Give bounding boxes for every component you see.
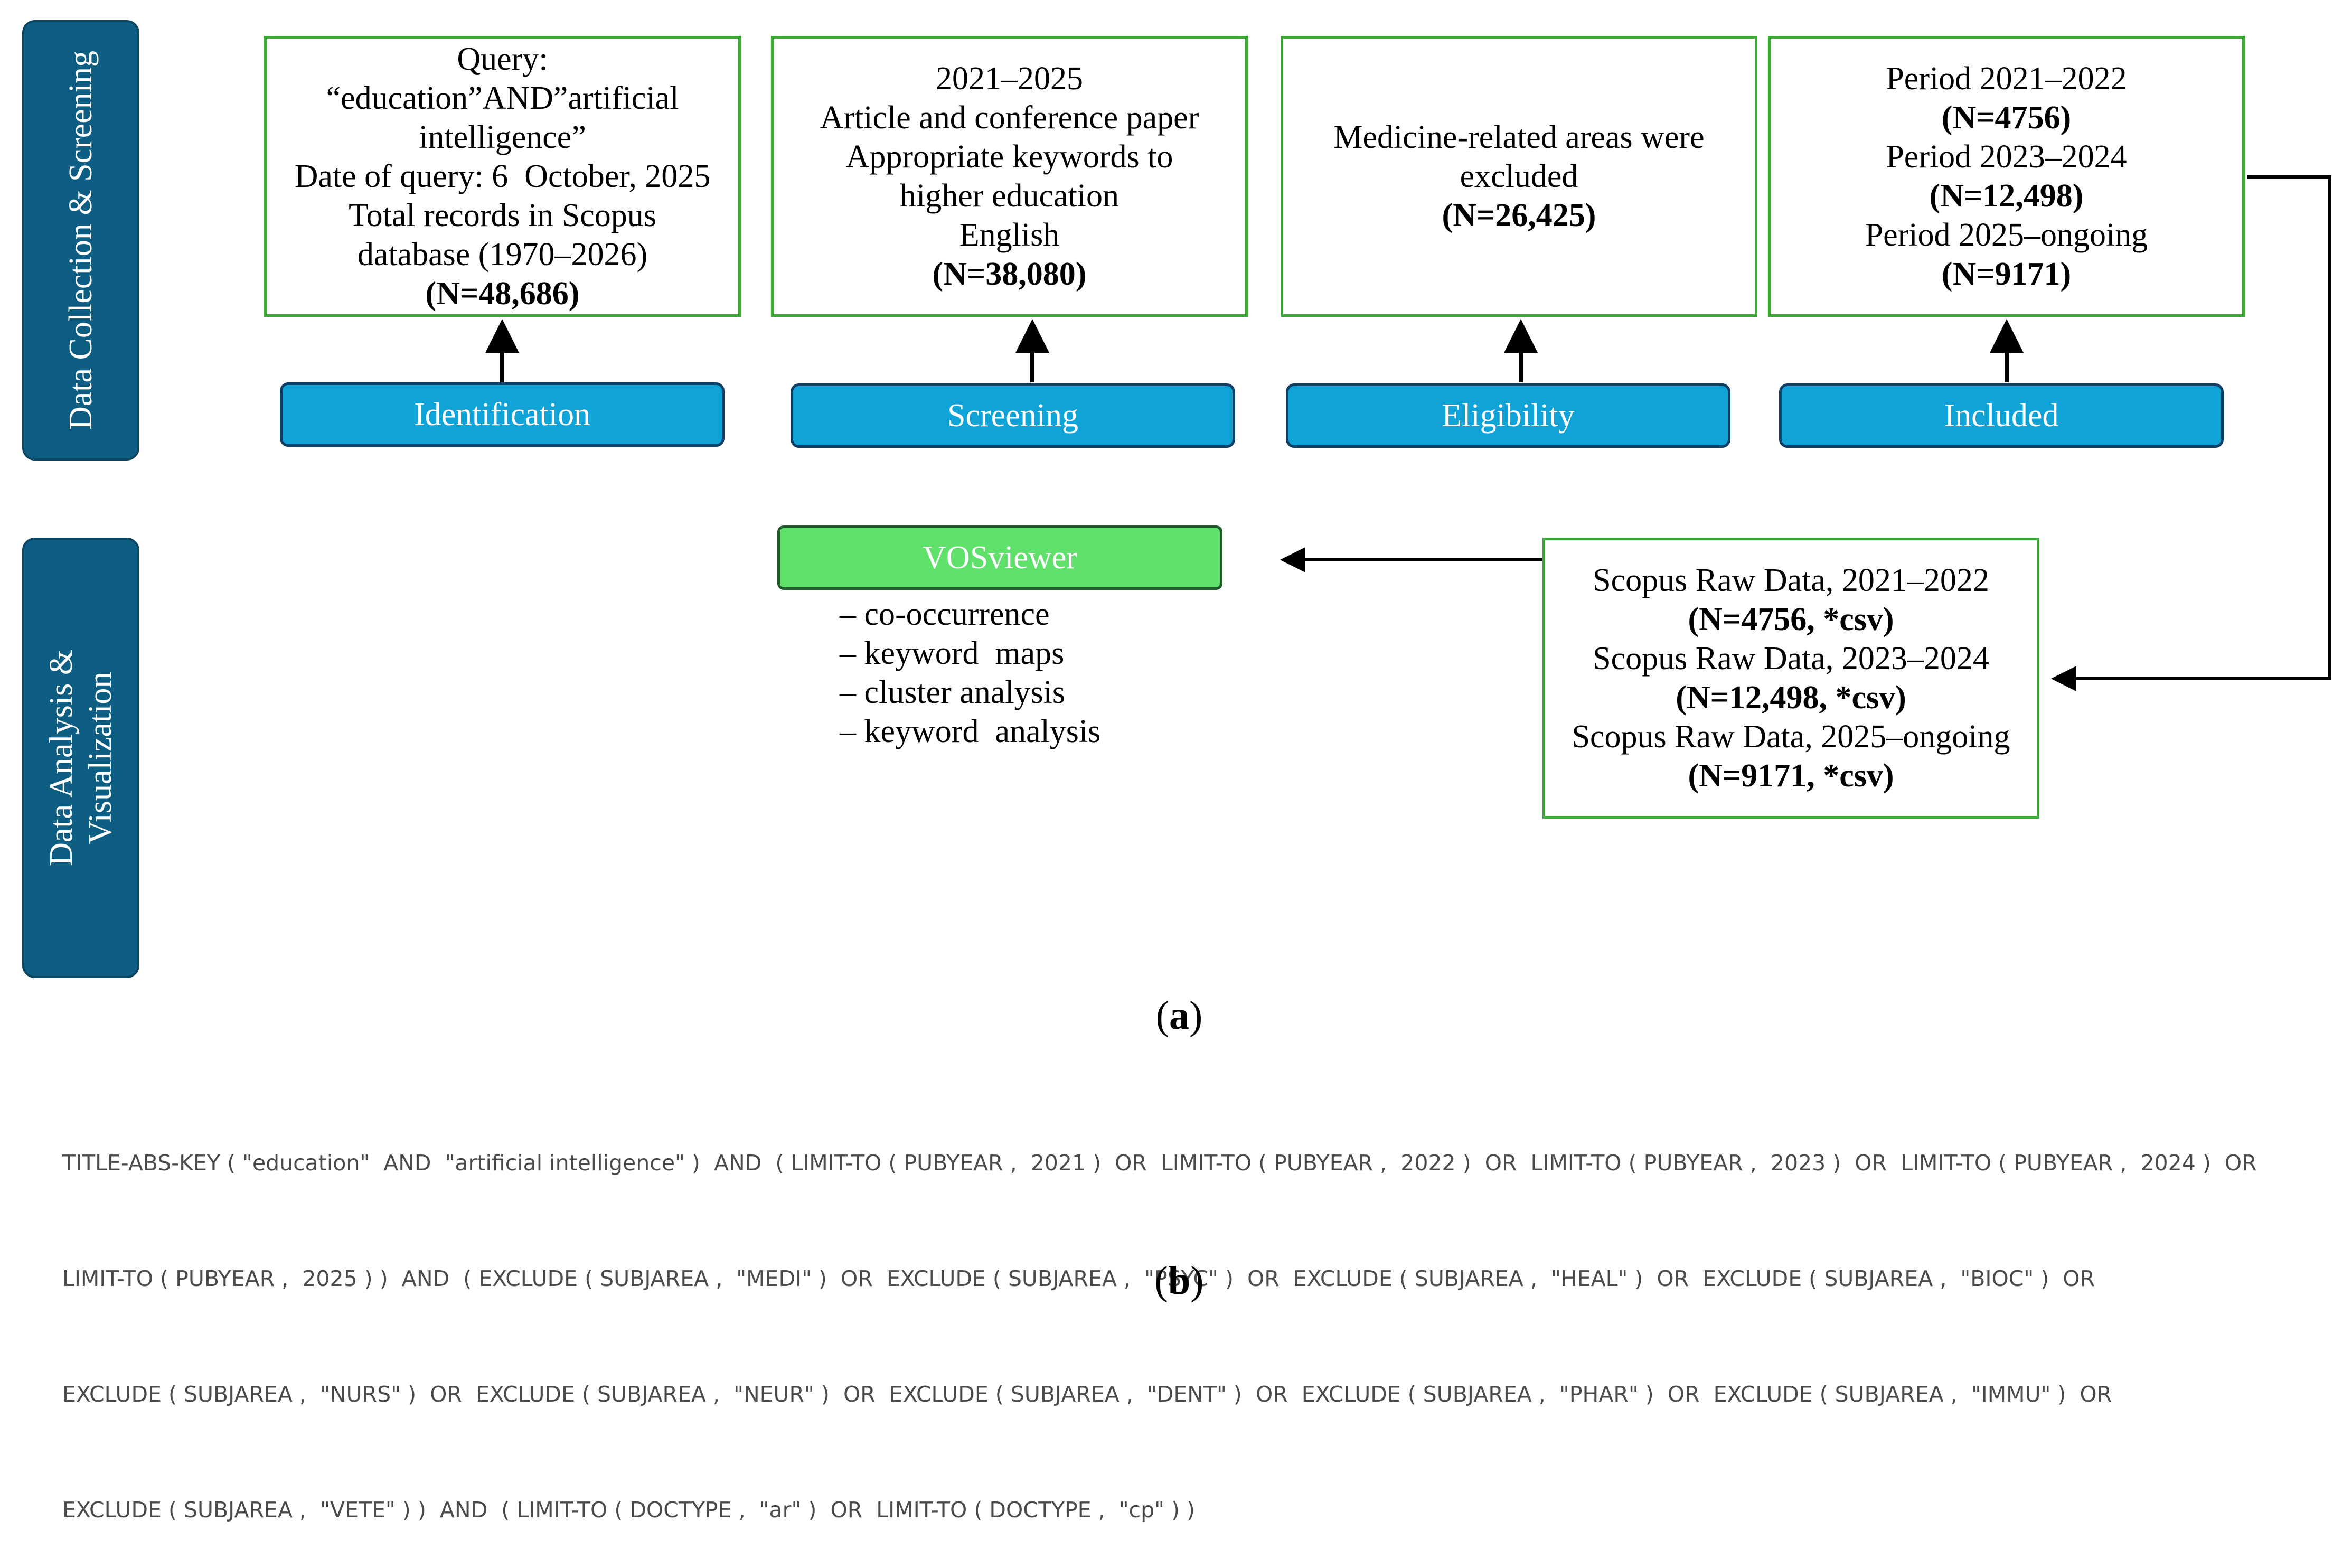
vosviewer-item-1: – co-occurrence [840, 596, 1050, 632]
included-count-3: (N=9171) [1941, 256, 2072, 292]
eligibility-count: (N=26,425) [1442, 198, 1596, 233]
caption-b-open: ( [1154, 1259, 1168, 1303]
box-eligibility: Medicine-related areas were excluded (N=… [1281, 36, 1757, 317]
caption-b: (b) [1126, 1258, 1232, 1304]
box-identification: Query: “education”AND”artificial intelli… [264, 36, 741, 317]
box-raw-data: Scopus Raw Data, 2021–2022 (N=4756, *csv… [1542, 538, 2039, 819]
identification-line-6: database (1970–2026) [357, 237, 648, 273]
included-count-2: (N=12,498) [1929, 178, 2084, 214]
identification-line-5: Total records in Scopus [349, 198, 656, 233]
caption-b-letter: b [1168, 1259, 1191, 1303]
included-period-1: Period 2021–2022 [1886, 61, 2127, 97]
identification-line-1: Query: [457, 41, 548, 77]
query-line-1: TITLE-ABS-KEY ( "education" AND "artific… [62, 1150, 2257, 1176]
box-screening: 2021–2025 Article and conference paper A… [771, 36, 1248, 317]
step-included: Included [1779, 383, 2224, 448]
raw-data-count-1: (N=4756, *csv) [1688, 602, 1894, 637]
identification-count: (N=48,686) [425, 276, 580, 312]
sidebar-data-analysis: Data Analysis & Visualization [22, 538, 139, 978]
included-count-1: (N=4756) [1941, 100, 2072, 136]
eligibility-line-2: excluded [1460, 158, 1578, 194]
raw-data-line-3: Scopus Raw Data, 2025–ongoing [1572, 719, 2010, 755]
connector-arrows [485, 175, 2331, 691]
screening-line-2: Article and conference paper [820, 100, 1199, 136]
step-identification: Identification [280, 382, 725, 447]
caption-a-close: ) [1189, 993, 1203, 1038]
arrow-included-to-raw-data [2051, 175, 2331, 691]
step-screening: Screening [791, 383, 1235, 448]
caption-b-close: ) [1190, 1259, 1204, 1303]
raw-data-count-2: (N=12,498, *csv) [1676, 680, 1906, 716]
vosviewer-methods-list: – co-occurrence – keyword maps – cluster… [840, 595, 1209, 751]
screening-line-1: 2021–2025 [936, 61, 1083, 97]
query-line-3: EXCLUDE ( SUBJAREA , "NURS" ) OR EXCLUDE… [62, 1382, 2112, 1407]
caption-a: (a) [1126, 993, 1232, 1039]
step-eligibility: Eligibility [1286, 383, 1730, 448]
identification-line-4: Date of query: 6 October, 2025 [294, 158, 711, 194]
raw-data-count-3: (N=9171, *csv) [1688, 758, 1894, 794]
screening-line-4: higher education [900, 178, 1119, 214]
caption-a-letter: a [1169, 993, 1189, 1038]
screening-line-5: English [959, 217, 1060, 253]
vosviewer-box: VOSviewer [777, 525, 1222, 590]
raw-data-line-1: Scopus Raw Data, 2021–2022 [1593, 562, 1989, 598]
vosviewer-item-2: – keyword maps [840, 635, 1065, 671]
included-period-2: Period 2023–2024 [1886, 139, 2127, 175]
identification-line-3: intelligence” [419, 119, 586, 155]
raw-data-line-2: Scopus Raw Data, 2023–2024 [1593, 641, 1989, 677]
vosviewer-item-4: – keyword analysis [840, 713, 1101, 749]
query-line-2: LIMIT-TO ( PUBYEAR , 2025 ) ) AND ( EXCL… [62, 1266, 2095, 1291]
vosviewer-item-3: – cluster analysis [840, 674, 1066, 710]
scopus-query-text: TITLE-ABS-KEY ( "education" AND "artific… [62, 1067, 2280, 1568]
screening-count: (N=38,080) [932, 256, 1087, 292]
sidebar-data-collection: Data Collection & Screening [22, 20, 139, 461]
screening-line-3: Appropriate keywords to [845, 139, 1173, 175]
caption-a-open: ( [1155, 993, 1169, 1038]
box-included: Period 2021–2022 (N=4756) Period 2023–20… [1768, 36, 2245, 317]
eligibility-line-1: Medicine-related areas were [1333, 119, 1705, 155]
identification-line-2: “education”AND”artificial [326, 80, 679, 116]
query-line-4: EXCLUDE ( SUBJAREA , "VETE" ) ) AND ( LI… [62, 1497, 1196, 1523]
included-period-3: Period 2025–ongoing [1865, 217, 2148, 253]
